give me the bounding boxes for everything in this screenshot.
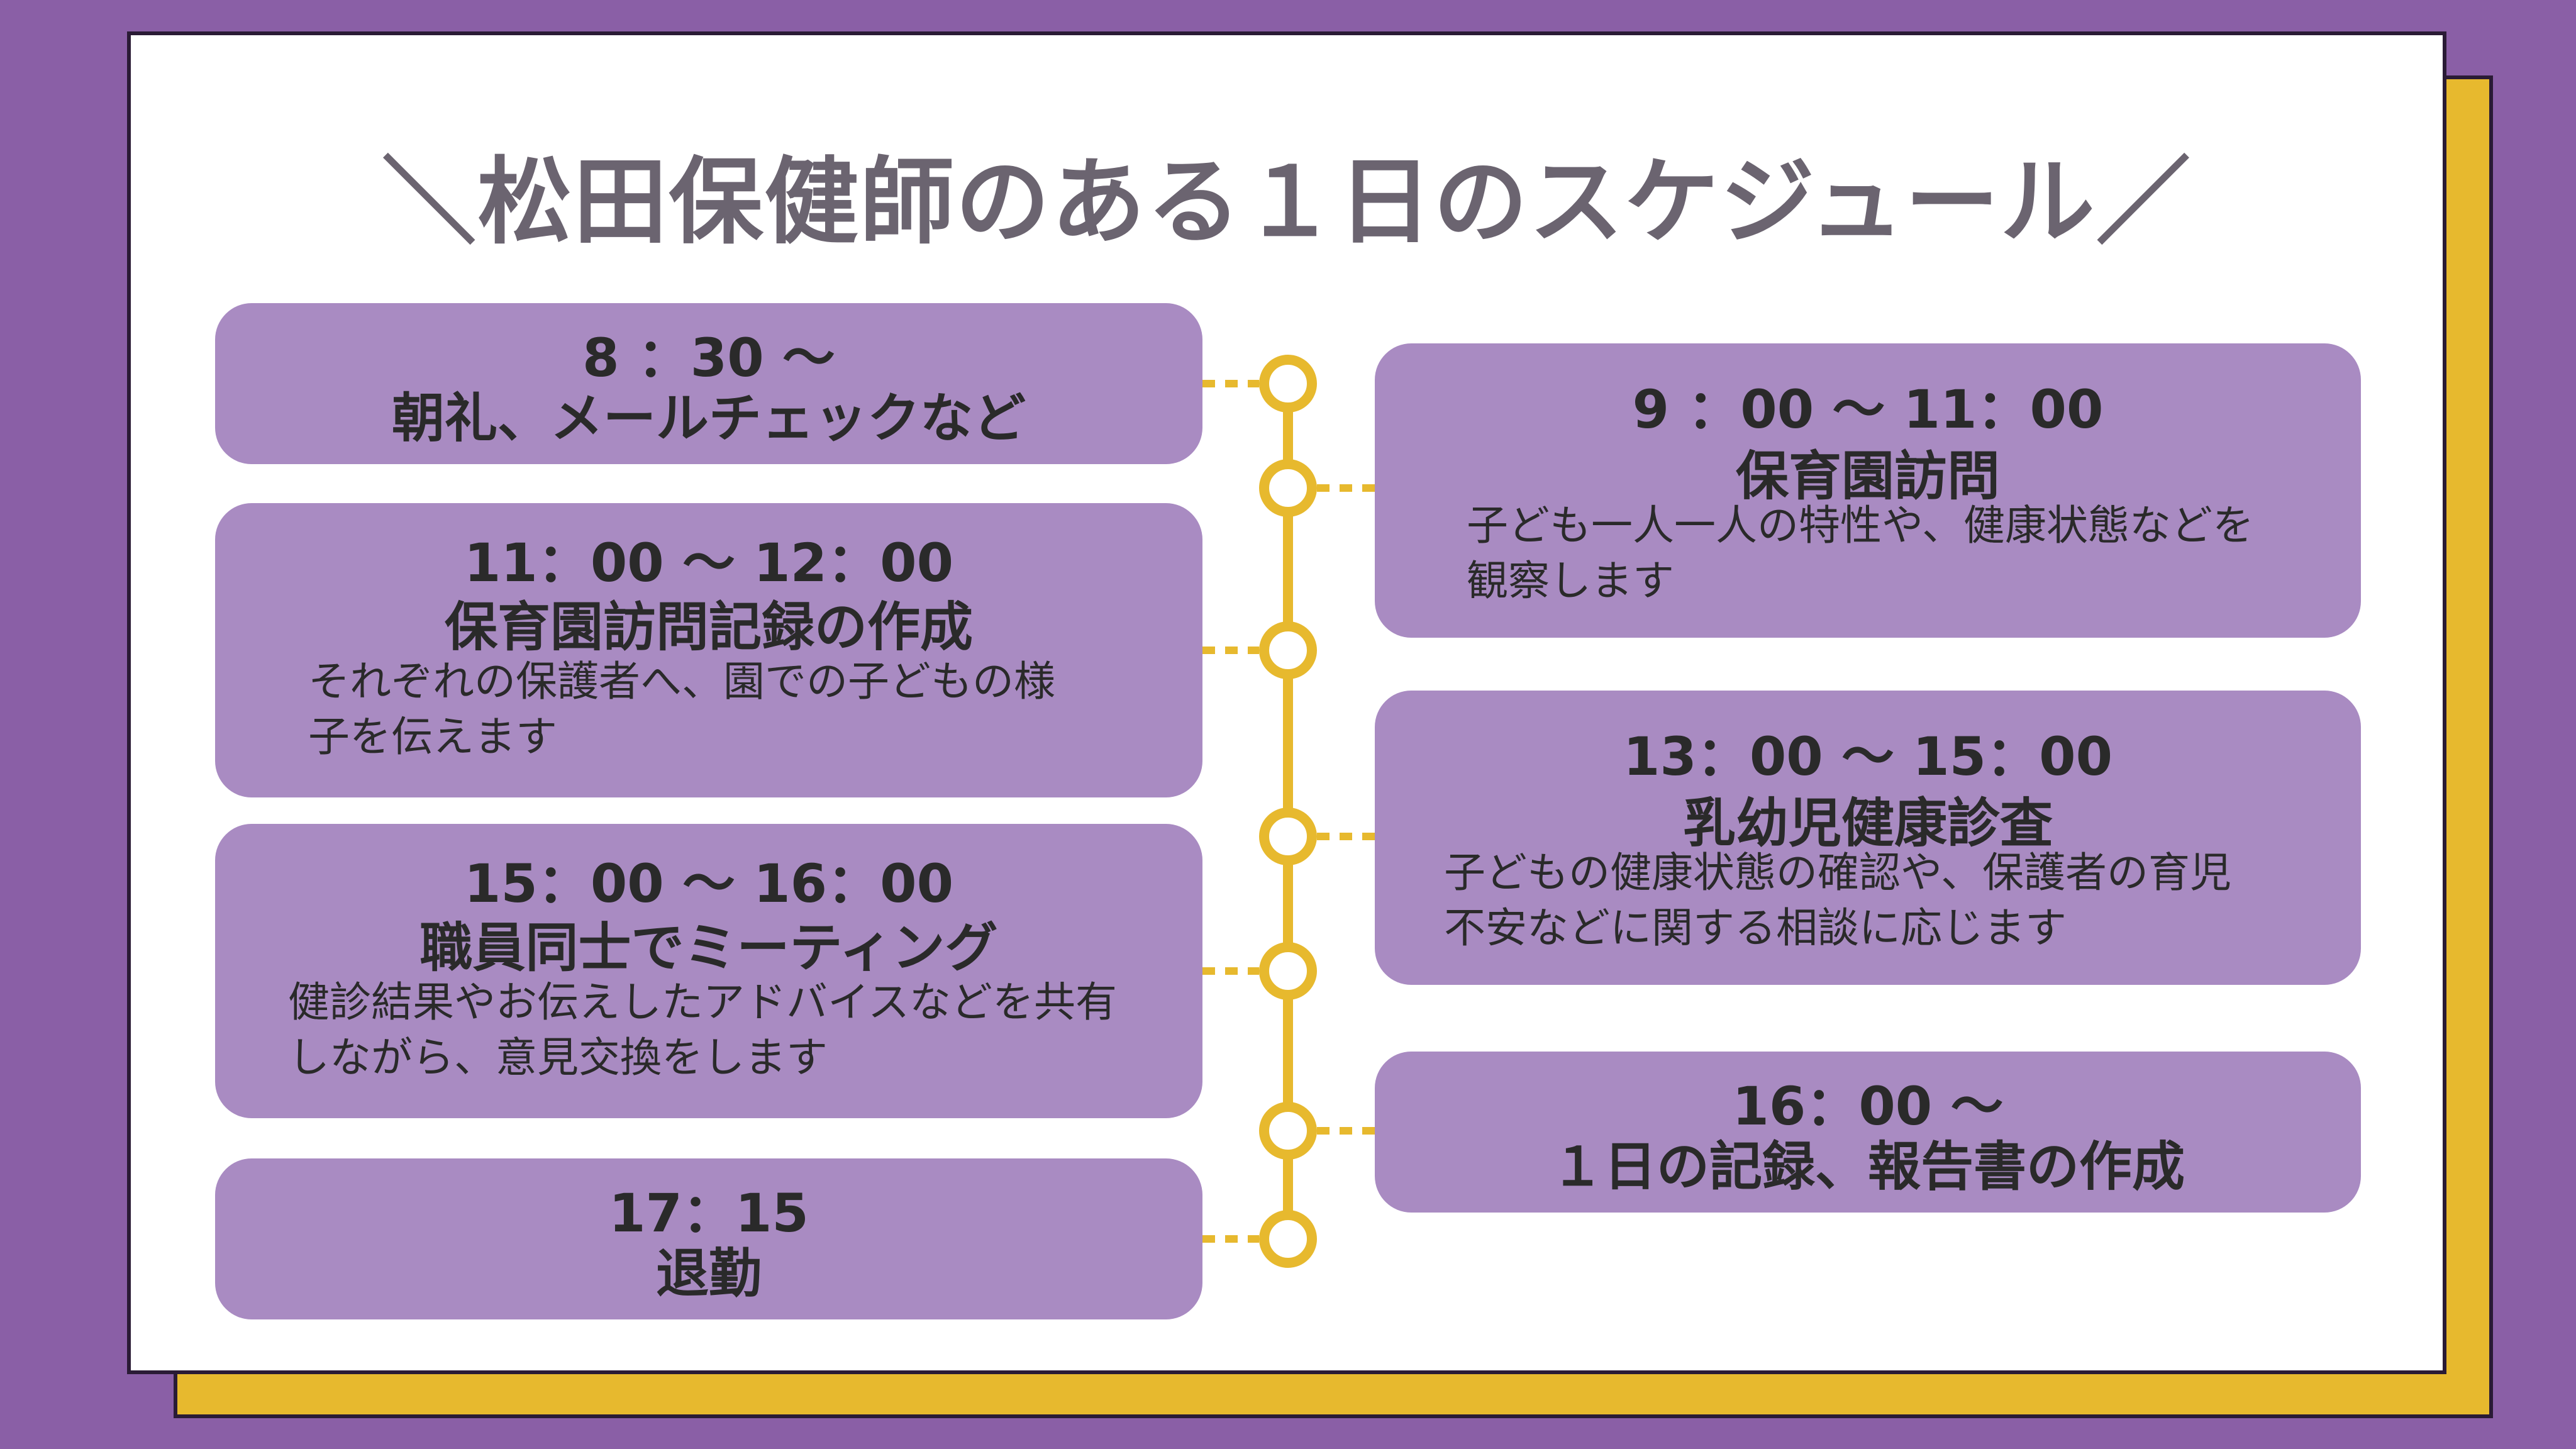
schedule-activity: 乳幼児健康診査 — [1682, 792, 2053, 854]
timeline-node-e7 — [1259, 1210, 1317, 1268]
schedule-time: 11：00 〜 12：00 — [464, 532, 954, 594]
schedule-box-e5: 15：00 〜 16：00 職員同士でミーティング 健診結果やお伝えしたアドバイ… — [215, 824, 1202, 1118]
schedule-description: 子どもの健康状態の確認や、保護者の育児 不安などに関する相談に応じます — [1444, 848, 2232, 952]
schedule-box-e1: 8 ：30 〜 朝礼、メールチェックなど — [215, 303, 1202, 464]
timeline-node-e6 — [1259, 1102, 1317, 1160]
schedule-box-e2: 9 ：00 〜 11：00 保育園訪問 子ども一人一人の特性や、健康状態などを … — [1375, 343, 2361, 638]
timeline-node-e5 — [1259, 942, 1317, 1000]
schedule-description: それぞれの保護者へ、園での子どもの様 子を伝えます — [308, 657, 1055, 761]
schedule-time: 13：00 〜 15：00 — [1623, 726, 2113, 787]
timeline-connectors — [1202, 380, 1375, 1243]
timeline-node-e1 — [1259, 355, 1317, 413]
schedule-box-e6: 16：00 〜 １日の記録、報告書の作成 — [1375, 1052, 2361, 1213]
schedule-activity: １日の記録、報告書の作成 — [1550, 1136, 2185, 1197]
schedule-box-e4: 13：00 〜 15：00 乳幼児健康診査 子どもの健康状態の確認や、保護者の育… — [1375, 691, 2361, 985]
schedule-activity: 保育園訪問記録の作成 — [444, 596, 973, 658]
schedule-activity: 保育園訪問 — [1735, 445, 2000, 507]
timeline-node-e2 — [1259, 459, 1317, 517]
schedule-box-e3: 11：00 〜 12：00 保育園訪問記録の作成 それぞれの保護者へ、園での子ど… — [215, 503, 1202, 797]
schedule-time: 15：00 〜 16：00 — [464, 853, 954, 914]
schedule-time: 9 ：00 〜 11：00 — [1632, 379, 2104, 440]
schedule-time: 17：15 — [609, 1182, 809, 1244]
schedule-time: 16：00 〜 — [1732, 1075, 2004, 1137]
schedule-description: 子ども一人一人の特性や、健康状態などを 観察します — [1467, 501, 2255, 605]
schedule-activity: 職員同士でミーティング — [419, 917, 998, 979]
schedule-box-e7: 17：15 退勤 — [215, 1158, 1202, 1319]
timeline-node-e4 — [1259, 808, 1317, 865]
schedule-activity: 退勤 — [655, 1243, 762, 1304]
page-title: ＼松田保健師のある１日のスケジュール／ — [382, 148, 2192, 257]
schedule-activity: 朝礼、メールチェックなど — [391, 387, 1026, 449]
schedule-description: 健診結果やお伝えしたアドバイスなどを共有 しながら、意見交換をします — [288, 978, 1118, 1082]
schedule-time: 8 ：30 〜 — [582, 327, 835, 389]
timeline-node-e3 — [1259, 621, 1317, 679]
